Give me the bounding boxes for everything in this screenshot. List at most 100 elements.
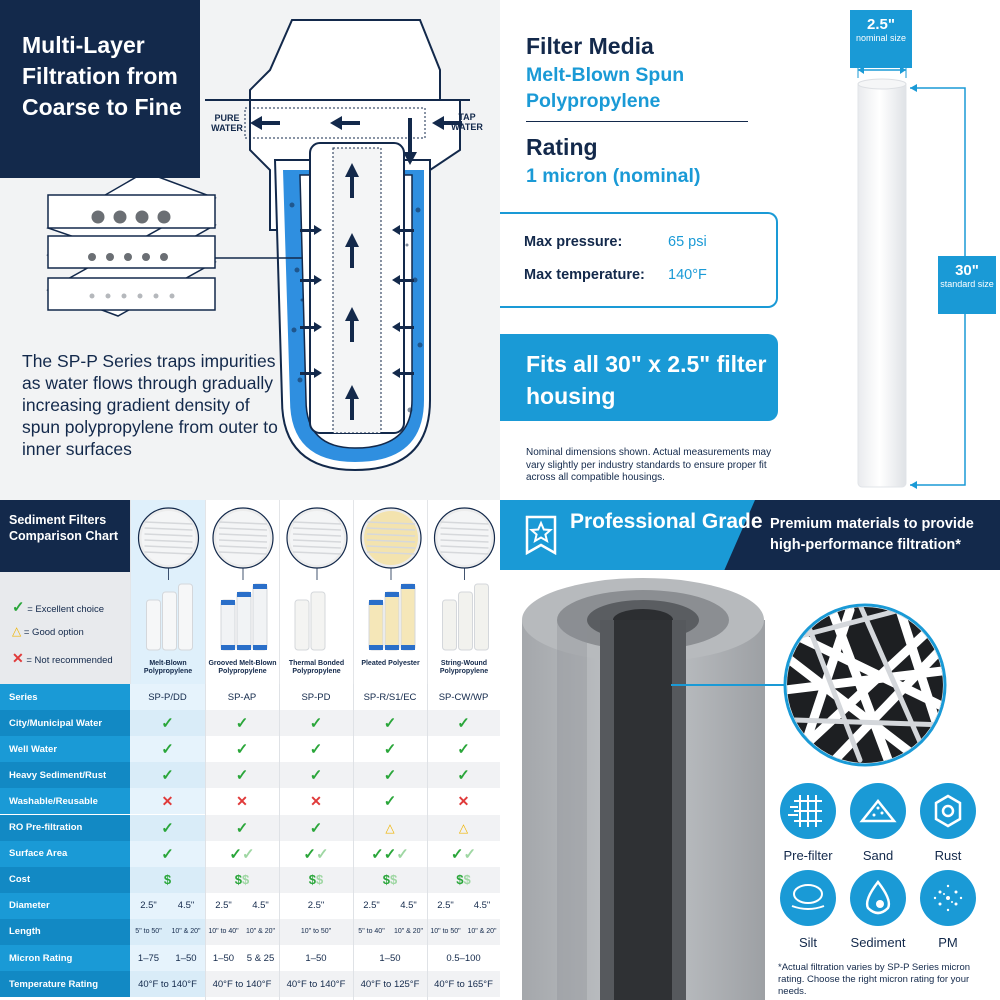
highlight-column (130, 866, 205, 893)
check-icon: ✓ (309, 715, 323, 733)
column-divider (279, 684, 280, 1000)
column-divider (205, 684, 206, 1000)
highlight-column (130, 762, 205, 789)
table-cell: $$ (353, 867, 427, 893)
table-cell: 2.5" (215, 900, 232, 912)
highlight-column (130, 945, 205, 972)
table-cell: 10" & 20" (245, 928, 276, 936)
table-cell: SP-CW/WP (438, 691, 489, 703)
table-cell: ✓ (130, 762, 205, 788)
filtration-panel: Multi-Layer Filtration from Coarse to Fi… (0, 0, 500, 500)
table-cell: 2.5" (140, 900, 157, 912)
pm-icon (920, 870, 976, 926)
table-row: Heavy Sediment/Rust✓✓✓✓✓ (0, 762, 500, 789)
table-cell: ✓ (427, 736, 500, 762)
icon-label: Pre-filter (783, 848, 833, 863)
check-icon: ✓ (316, 845, 329, 863)
table-cell: 2.5" (437, 900, 454, 912)
icon-label: Silt (798, 935, 818, 950)
cross-icon: ✕ (457, 792, 470, 809)
product-column-4: Pleated Polyester (353, 500, 427, 684)
footnote: *Actual filtration varies by SP-P Series… (778, 962, 971, 997)
check-icon: ✓ (235, 715, 249, 733)
table-cell: 40°F to 140°F (212, 978, 272, 990)
check-icon: ✓ (457, 767, 470, 785)
premium-text: Premium materials to provide high-perfor… (770, 516, 974, 553)
table-cell: ✕ (130, 788, 205, 814)
table-cell: 4.5" (473, 900, 491, 912)
table-cell: ✕ (279, 788, 353, 814)
table-cell: 10" & 20" (467, 928, 497, 936)
table-cell: $$ (427, 867, 500, 893)
icon-label: Sand (862, 848, 894, 863)
rating-heading: Rating (526, 134, 598, 160)
table-cell: 40°F to 140°F (138, 978, 197, 990)
product-name: Thermal Bonded Polypropylene (288, 660, 345, 675)
product-column-5: String-Wound Polypropylene (427, 500, 500, 684)
table-cell: ✓ (279, 762, 353, 788)
cross-icon: ✕ (12, 650, 24, 666)
row-label: Cost (0, 866, 130, 893)
table-cell: ✓ (130, 815, 205, 841)
table-cell: 2.5" (307, 900, 325, 912)
table-row: Washable/Reusable✕✕✕✓✕ (0, 788, 500, 815)
check-icon: ✓ (450, 845, 464, 863)
table-cell: 40°F to 125°F (360, 978, 420, 990)
table-cell: ✓ (130, 736, 205, 762)
product-column-3: Thermal Bonded Polypropylene (279, 500, 353, 684)
legend-good: △ = Good option (12, 624, 84, 638)
check-icon: ✓ (383, 793, 397, 811)
check-icon: ✓ (383, 767, 397, 785)
sand-icon (850, 783, 906, 839)
table-cell: SP-AP (227, 691, 257, 703)
dollar-icon: $ (234, 872, 242, 888)
pure-water-label: PURE WATER (211, 113, 243, 133)
table-cell: SP-P/DD (148, 691, 187, 703)
table-cell: 40°F to 140°F (286, 978, 346, 990)
max-temp-value: 140°F (668, 267, 707, 283)
sediment-icon (850, 870, 906, 926)
dollar-icon: $ (308, 872, 316, 888)
table-cell: ✓ (279, 710, 353, 736)
row-label: Heavy Sediment/Rust (0, 762, 130, 789)
product-name: Pleated Polyester (361, 660, 420, 667)
highlight-column (130, 840, 205, 867)
max-pressure-label: Max pressure: (524, 234, 623, 250)
product-image (137, 507, 200, 651)
table-cell: $$ (205, 867, 279, 893)
table-cell: 4.5" (252, 900, 269, 912)
product-image (286, 507, 348, 651)
table-cell: 4.5" (400, 900, 417, 912)
table-cell: 2.5" (363, 900, 380, 912)
check-icon: ✓ (161, 767, 174, 785)
table-cell: ✓✓ (205, 841, 279, 867)
dollar-icon: $ (382, 872, 390, 888)
table-cell: ✓ (130, 841, 205, 867)
filtration-description: The SP-P Series traps impurities as wate… (22, 351, 278, 459)
silt-icon (780, 870, 836, 926)
row-label: Washable/Reusable (0, 788, 130, 815)
cross-icon: ✕ (161, 792, 174, 809)
media-value: Melt-Blown Spun Polypropylene (526, 64, 685, 112)
rust-icon (920, 783, 976, 839)
badge-background (500, 500, 755, 570)
table-cell: ✓ (353, 710, 427, 736)
table-cell: 10" & 20" (171, 928, 201, 936)
length-value: 30" (955, 262, 979, 279)
check-icon: ✓ (383, 741, 397, 759)
check-icon: ✓ (242, 845, 255, 863)
column-divider (353, 684, 354, 1000)
max-pressure-value: 65 psi (668, 234, 707, 250)
dollar-icon: $ (390, 872, 398, 888)
row-label: RO Pre-filtration (0, 814, 130, 841)
dollar-icon: $ (456, 872, 464, 888)
check-icon: ✓ (309, 819, 323, 837)
fits-banner: Fits all 30" x 2.5" filter housing (500, 334, 778, 421)
table-cell: 4.5" (177, 900, 195, 912)
table-cell: ✓ (427, 710, 500, 736)
product-image (212, 507, 274, 651)
check-icon: ✓ (161, 819, 174, 837)
